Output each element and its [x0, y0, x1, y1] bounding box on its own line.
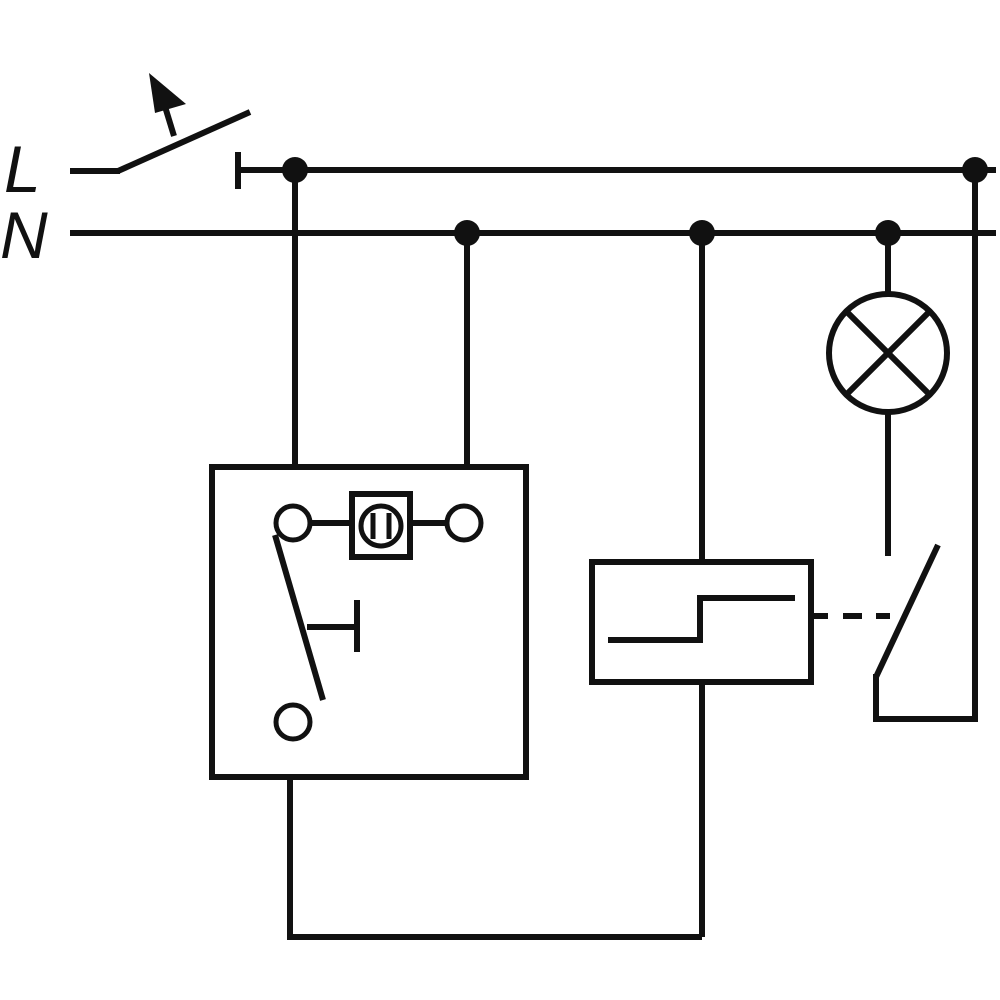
switch-contact	[272, 534, 326, 701]
phase-label: L	[4, 132, 41, 206]
main-switch	[70, 73, 252, 174]
relay-contact	[873, 170, 978, 722]
phase-bus	[235, 152, 996, 189]
glow-lamp-icon	[349, 491, 413, 560]
step-signal-icon	[608, 595, 795, 643]
pushbutton-unit	[209, 464, 529, 780]
lamp-icon	[826, 233, 950, 556]
neutral-label: N	[0, 198, 48, 272]
bottom-connection-wire	[287, 777, 702, 940]
time-relay	[589, 559, 890, 685]
